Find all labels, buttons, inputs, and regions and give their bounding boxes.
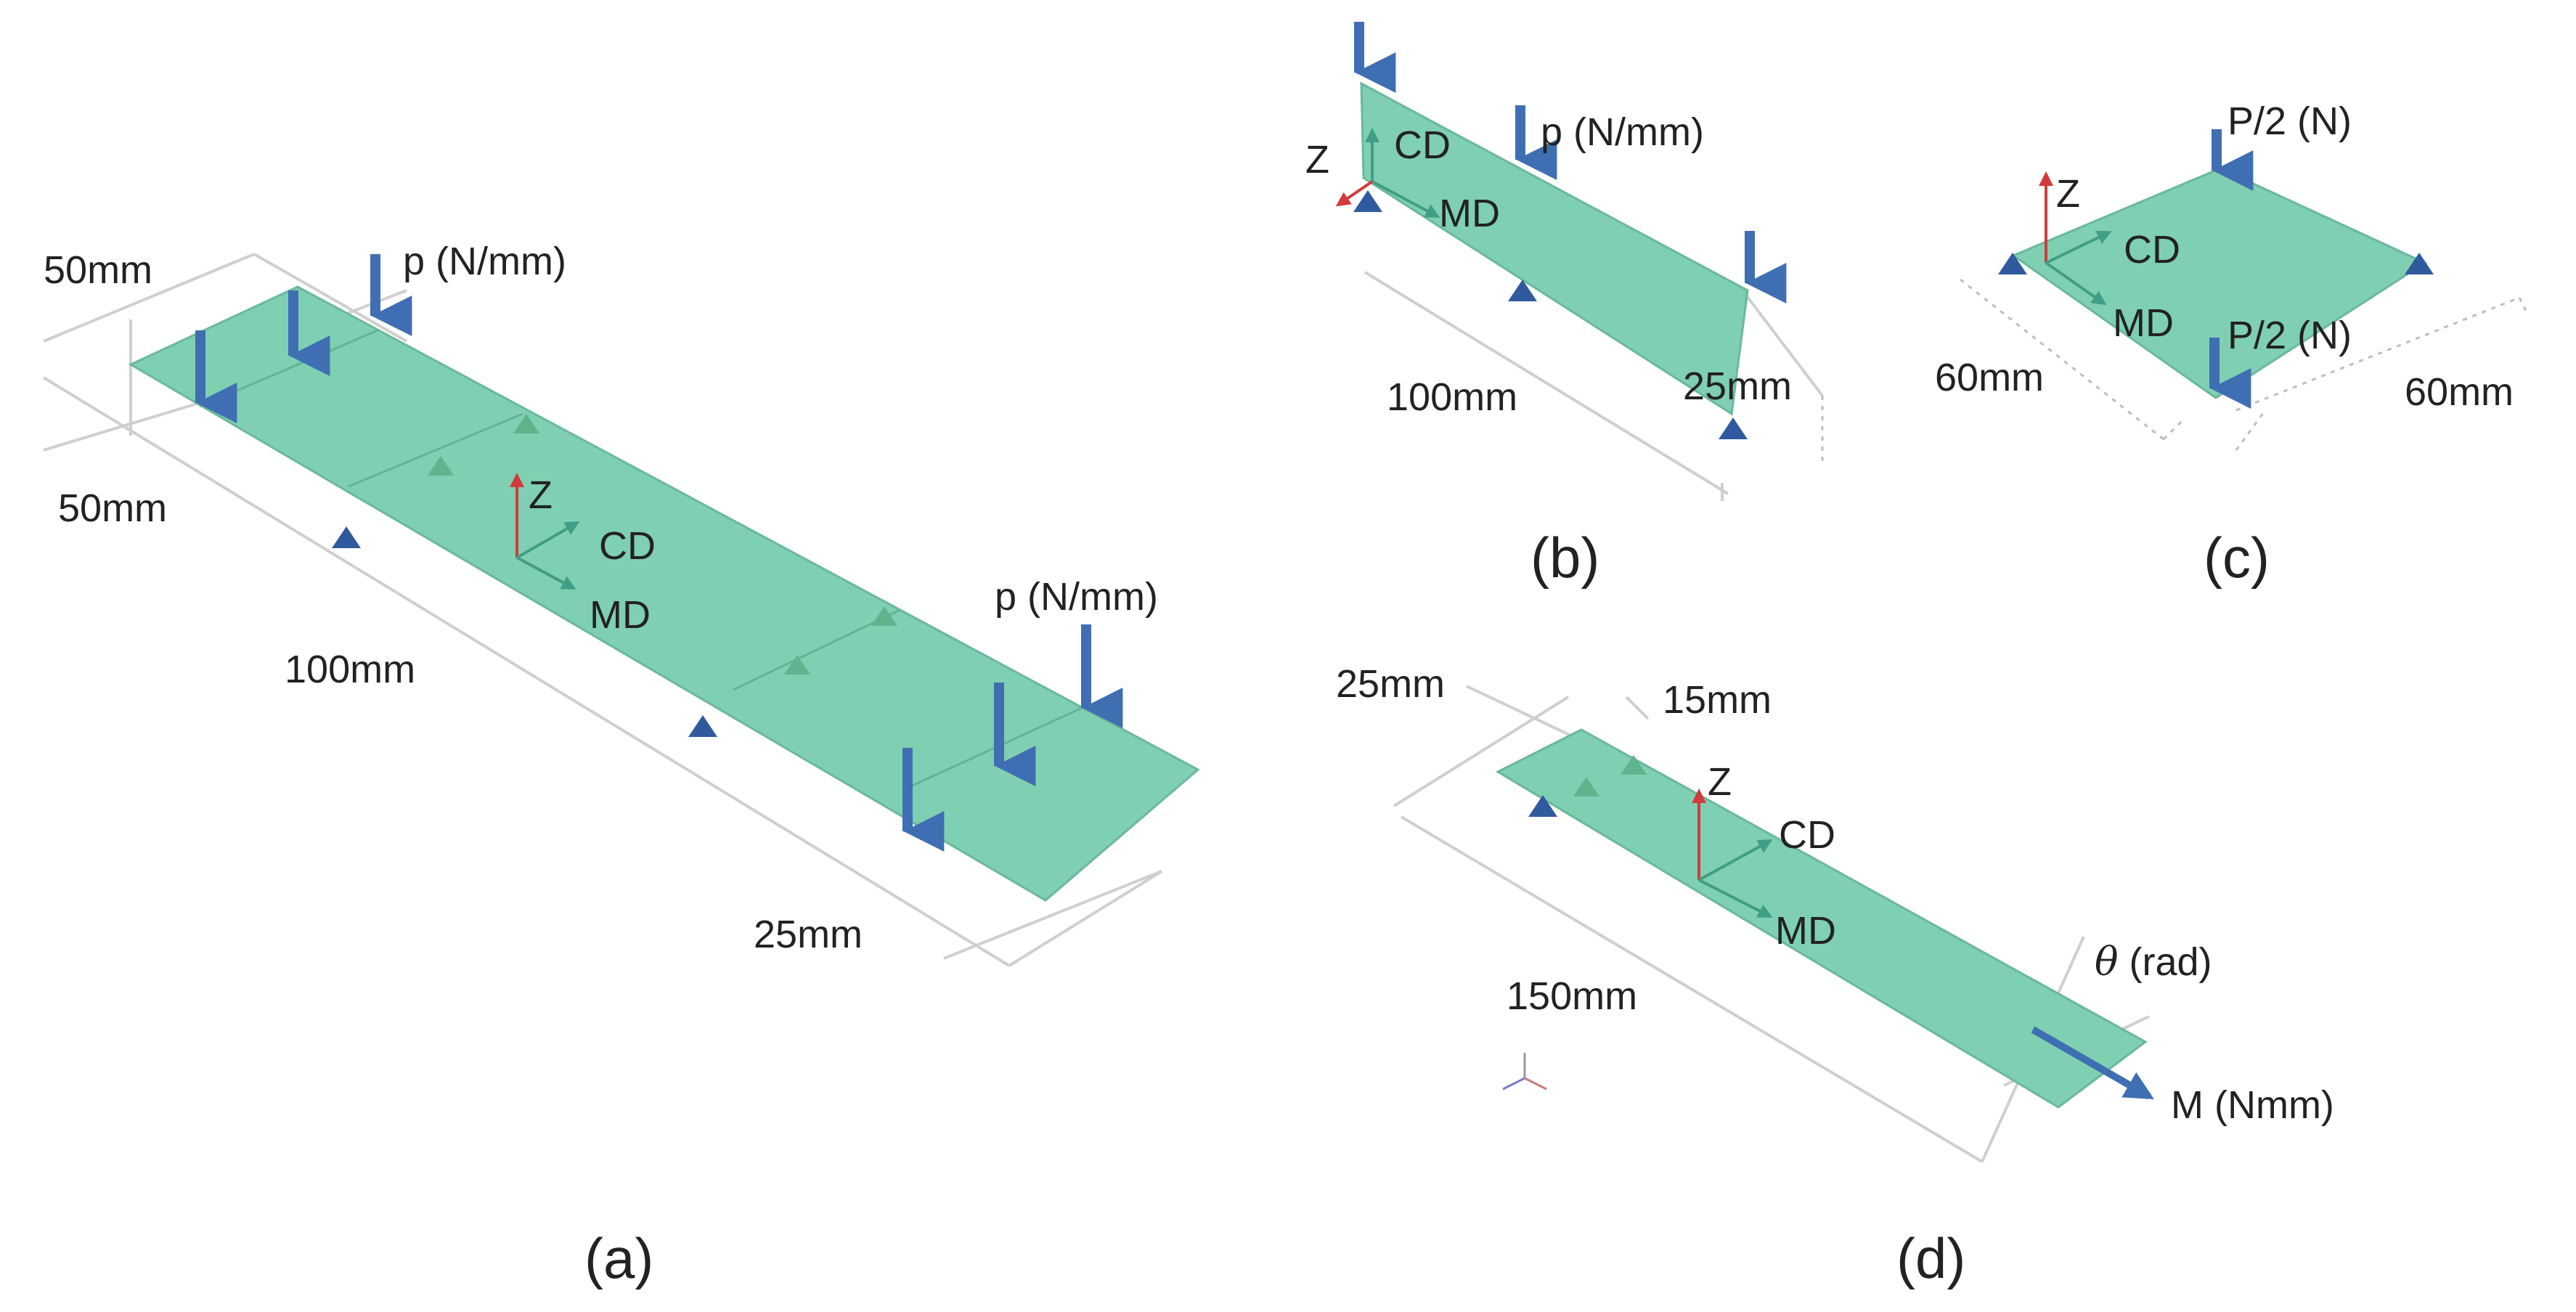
- dim-right-label-c: 60mm: [2405, 370, 2514, 414]
- panel-a: Z CD MD 50mm p (N/mm) 50mm 100mm p (N/mm…: [42, 240, 1200, 1290]
- support-triangle: [1528, 795, 1557, 817]
- supports-c: [1998, 253, 2434, 274]
- specimen-plate-d: [1495, 728, 2148, 1109]
- support-triangle: [332, 526, 361, 548]
- axis-cd-label-d: CD: [1779, 813, 1835, 857]
- supports-d: [1528, 755, 1647, 817]
- load-label-b: p (N/mm): [1541, 110, 1704, 154]
- load-label-top-c: P/2 (N): [2227, 99, 2352, 143]
- dim-length-label-b: 100mm: [1387, 375, 1517, 419]
- dimension-guides-b: [1364, 271, 1824, 501]
- dim-width-label-d: 25mm: [1336, 662, 1445, 706]
- dim-length-label-d: 150mm: [1507, 974, 1637, 1018]
- axis-z-label-d: Z: [1708, 760, 1732, 804]
- dim-length-label-a: 100mm: [285, 648, 415, 691]
- load-label-bottom-c: P/2 (N): [2227, 314, 2352, 357]
- axis-z-label-c: Z: [2056, 172, 2080, 216]
- axis-triad-a: [510, 473, 580, 590]
- load-arrows-right-a: [902, 624, 1123, 852]
- dim-width-label-a: 25mm: [754, 913, 863, 956]
- axis-cd-label-b: CD: [1394, 123, 1451, 167]
- axis-cd-label-a: CD: [599, 524, 656, 568]
- specimen-plate-b: [1360, 81, 1749, 416]
- support-triangle: [2405, 253, 2434, 274]
- axis-triad-d: [1692, 789, 1773, 918]
- supports-b: [1353, 190, 1748, 439]
- rotation-unit: (rad): [2119, 940, 2212, 984]
- caption-b: (b): [1530, 526, 1599, 590]
- panel-d: Z CD MD 25mm 15mm 150mm θ (rad) M (Nmm) …: [1336, 662, 2334, 1290]
- support-triangle: [1998, 253, 2027, 274]
- dim-height-label-b: 25mm: [1683, 364, 1792, 408]
- support-triangle: [1573, 777, 1599, 796]
- load-label-left-a: p (N/mm): [403, 240, 566, 283]
- dim-offset-label-d: 15mm: [1663, 678, 1772, 722]
- support-triangle: [428, 456, 454, 476]
- axis-z-label-b: Z: [1305, 138, 1329, 182]
- dimension-guides-c: [1960, 278, 2528, 451]
- axis-triad-b: [1335, 128, 1440, 218]
- rotation-symbol: θ: [2095, 939, 2119, 985]
- support-triangle: [1353, 190, 1382, 212]
- axis-md-label-a: MD: [590, 593, 651, 637]
- moment-arrow: [2031, 1026, 2154, 1100]
- supports-a: [332, 414, 897, 737]
- caption-c: (c): [2204, 526, 2270, 590]
- load-arrows-b: [1354, 22, 1787, 303]
- load-label-right-a: p (N/mm): [995, 575, 1158, 619]
- dim-left-label-a: 50mm: [58, 486, 167, 530]
- dim-left-label-c: 60mm: [1935, 356, 2044, 399]
- specimen-plate-a: [128, 285, 1200, 902]
- axis-cd-label-c: CD: [2124, 228, 2180, 272]
- support-triangle: [688, 715, 717, 737]
- caption-d: (d): [1896, 1226, 1965, 1290]
- load-arrows-c: [2209, 129, 2254, 409]
- axis-z-label-a: Z: [529, 473, 553, 517]
- dim-top-label-a: 50mm: [44, 248, 152, 292]
- support-triangle: [871, 606, 897, 626]
- caption-a: (a): [584, 1226, 653, 1290]
- support-triangle: [784, 655, 810, 675]
- moment-label-d: M (Nmm): [2171, 1083, 2334, 1127]
- rotation-label-d: θ (rad): [2095, 939, 2212, 985]
- support-triangle: [1621, 755, 1647, 775]
- panel-b: Z CD MD p (N/mm) 100mm 25mm (b): [1305, 22, 1824, 590]
- axis-triad-c: [2039, 171, 2112, 306]
- load-arrows-left-a: [195, 254, 412, 423]
- global-axis-icon: [1502, 1053, 1547, 1091]
- support-triangle: [1719, 417, 1748, 439]
- support-triangle: [1508, 280, 1537, 301]
- axis-md-label-c: MD: [2113, 301, 2174, 345]
- support-triangle: [513, 414, 539, 433]
- axis-md-label-b: MD: [1439, 192, 1500, 235]
- panel-c: Z CD MD P/2 (N) P/2 (N) 60mm 60mm (c): [1935, 99, 2528, 590]
- axis-md-label-d: MD: [1775, 909, 1836, 953]
